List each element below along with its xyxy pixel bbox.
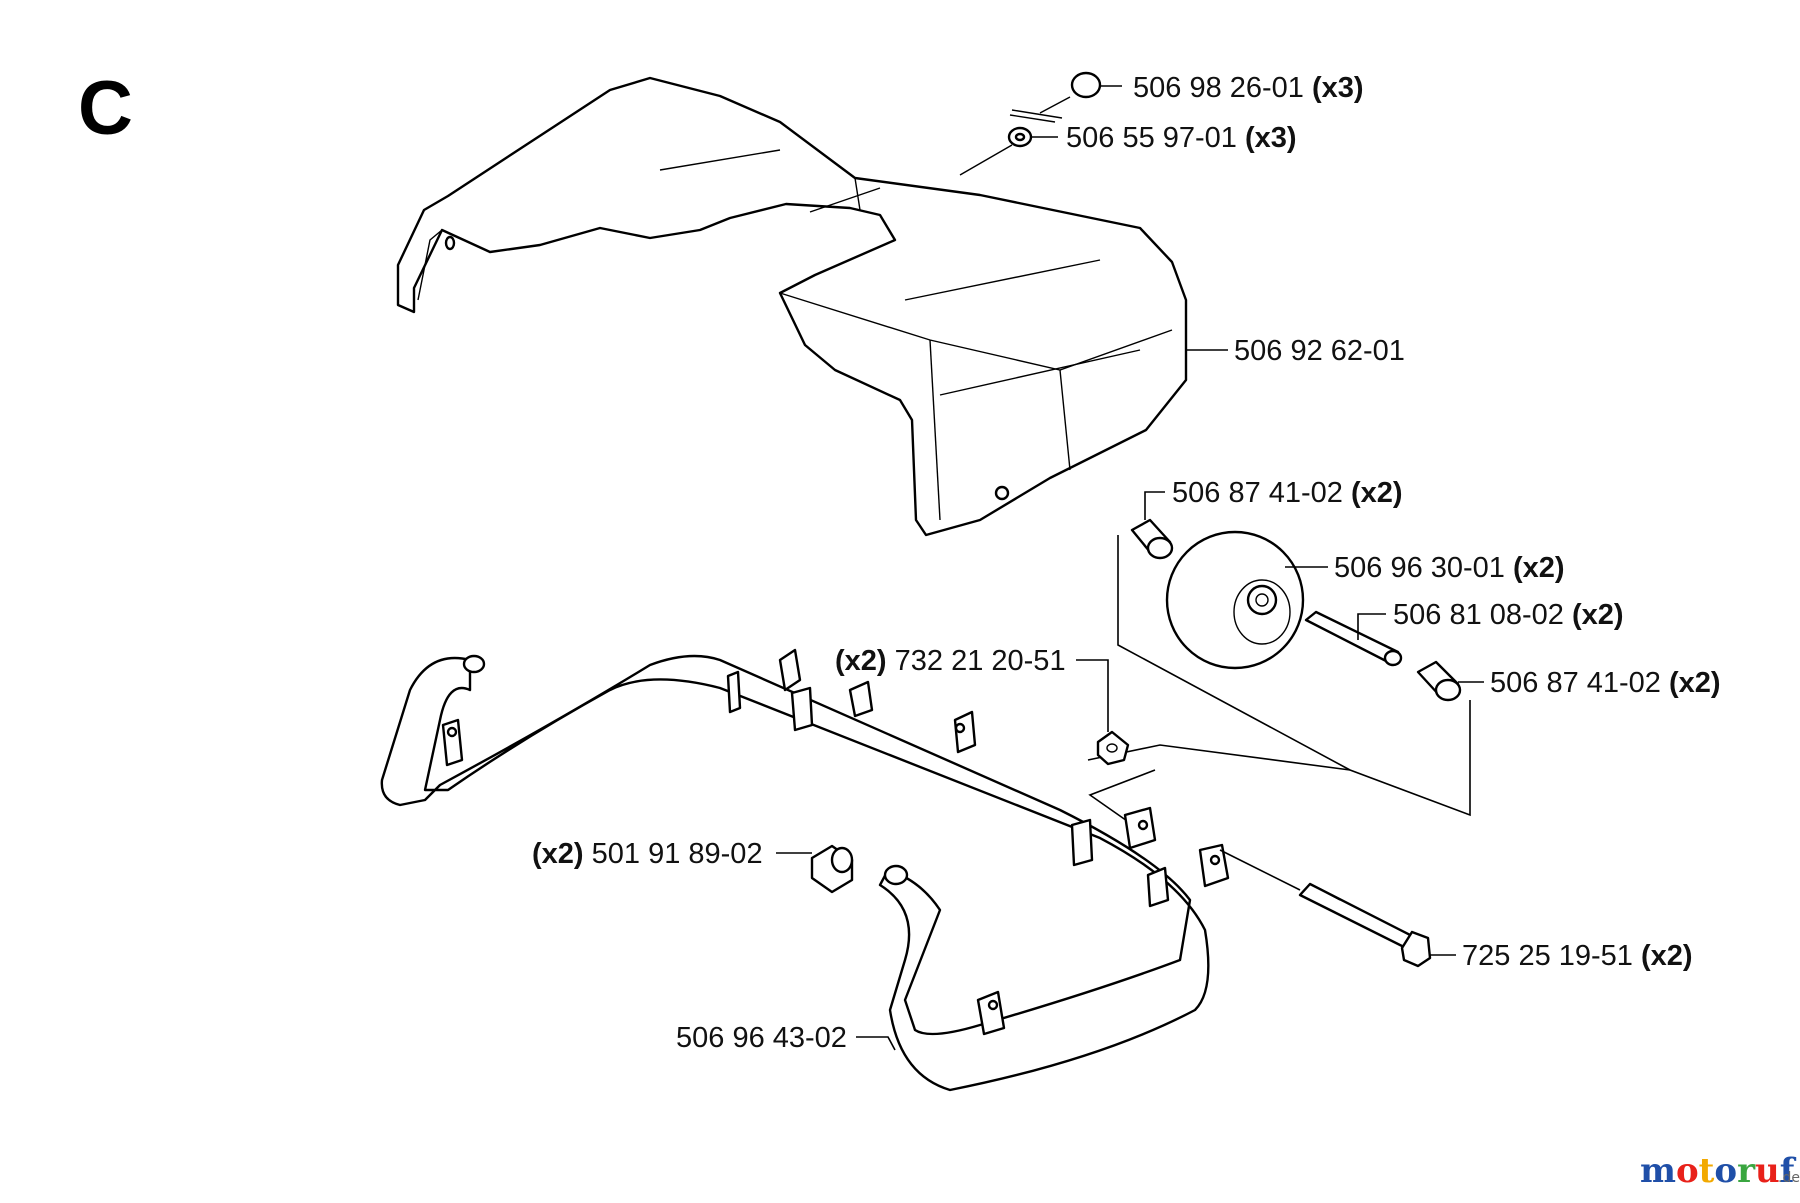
nut-drawing — [1096, 730, 1130, 766]
cover-drawing — [396, 76, 1188, 537]
leader-nut — [1076, 659, 1109, 732]
washer-drawing — [959, 126, 1033, 176]
watermark-letter: u — [1755, 1151, 1780, 1191]
leader-bushing-upper — [1144, 491, 1165, 520]
callout-bushing-upper: 506 87 41-02 (x2) — [1172, 477, 1403, 509]
svg-text:motoruf: motoruf — [1640, 1151, 1797, 1191]
watermark-logo: motoruf .de — [1640, 1151, 1800, 1191]
callout-screw: 506 98 26-01 (x3) — [1133, 72, 1364, 104]
bushing-upper-drawing — [1130, 518, 1174, 560]
callout-axle: 506 81 08-02 (x2) — [1393, 599, 1624, 631]
callout-washer: 506 55 97-01 (x3) — [1066, 122, 1297, 154]
screw-drawing — [1009, 71, 1102, 123]
callout-frame: 506 96 43-02 — [676, 1022, 847, 1054]
callout-bolt: 725 25 19-51 (x2) — [1462, 940, 1693, 972]
watermark-letter: f — [1780, 1151, 1797, 1191]
watermark-letter: o — [1714, 1151, 1737, 1191]
watermark-letter: r — [1737, 1151, 1756, 1191]
watermark-letter: o — [1676, 1151, 1699, 1191]
section-letter: C — [78, 66, 133, 151]
watermark-letter: m — [1640, 1151, 1676, 1191]
frame-drawing — [380, 648, 1230, 1092]
bushing-lower-drawing — [1416, 660, 1462, 702]
axle-drawing — [1304, 610, 1403, 667]
spacer-drawing — [810, 844, 854, 894]
wheel-drawing — [1165, 530, 1305, 670]
callout-nut: (x2) 732 21 20-51 — [835, 645, 1066, 677]
callout-wheel: 506 96 30-01 (x2) — [1334, 552, 1565, 584]
callout-spacer: (x2) 501 91 89-02 — [532, 838, 763, 870]
callout-bushing-lower: 506 87 41-02 (x2) — [1490, 667, 1721, 699]
watermark-letter: t — [1699, 1151, 1715, 1191]
assembly-line-b — [1088, 769, 1156, 831]
bolt-drawing — [1219, 849, 1432, 968]
leader-axle — [1357, 613, 1386, 640]
callout-cover: 506 92 62-01 — [1234, 335, 1405, 367]
leader-frame — [856, 1036, 896, 1051]
watermark-suffix: .de — [1778, 1170, 1800, 1186]
